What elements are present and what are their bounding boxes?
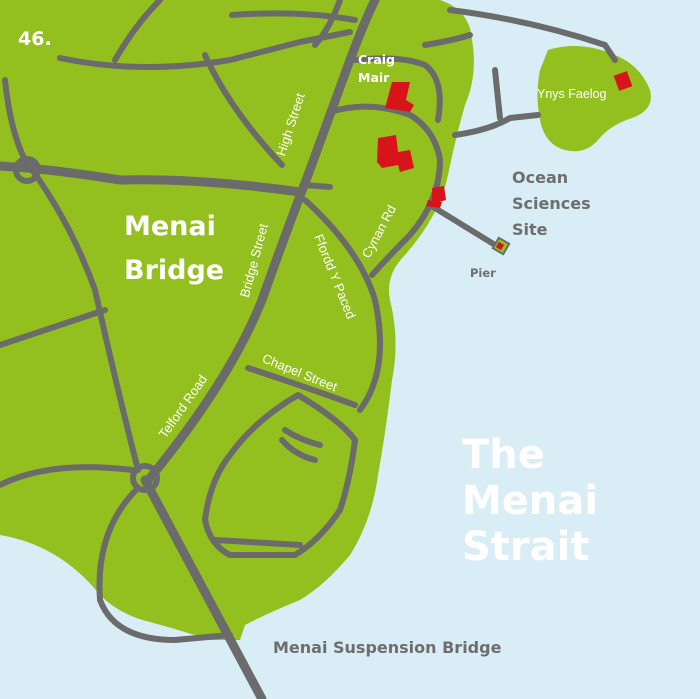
ynys-faelog-building: [613, 71, 633, 91]
ocean-sciences-label-line3: Site: [512, 220, 548, 239]
ocean-sciences-main-building: [377, 135, 414, 172]
craig-mair-label-line1: Craig: [358, 52, 396, 67]
ocean-sciences-label-line2: Sciences: [512, 194, 591, 213]
strait-label-line2: Menai: [462, 478, 599, 524]
ocean-sciences-small-building: [432, 186, 446, 204]
suspension-bridge-label: Menai Suspension Bridge: [273, 638, 502, 657]
pier-label: Pier: [470, 266, 496, 280]
ynys-faelog-label: Ynys Faelog: [537, 87, 607, 101]
ynys-faelog-island: [537, 46, 651, 152]
page-number: 46.: [18, 28, 52, 50]
ocean-sciences-small-building-2: [426, 200, 442, 208]
strait-label-line3: Strait: [462, 524, 590, 570]
craig-mair-label-line2: Mair: [358, 70, 390, 85]
university-building-icon: [377, 71, 633, 251]
mainland: [0, 0, 474, 640]
pier-building: [495, 241, 505, 251]
strait-label-line1: The: [462, 432, 545, 478]
craig-mair-building: [385, 82, 414, 112]
town-label-line1: Menai: [124, 211, 216, 242]
ocean-sciences-label-line1: Ocean: [512, 168, 569, 187]
town-label-line2: Bridge: [124, 255, 225, 286]
road-network: [0, 0, 618, 699]
